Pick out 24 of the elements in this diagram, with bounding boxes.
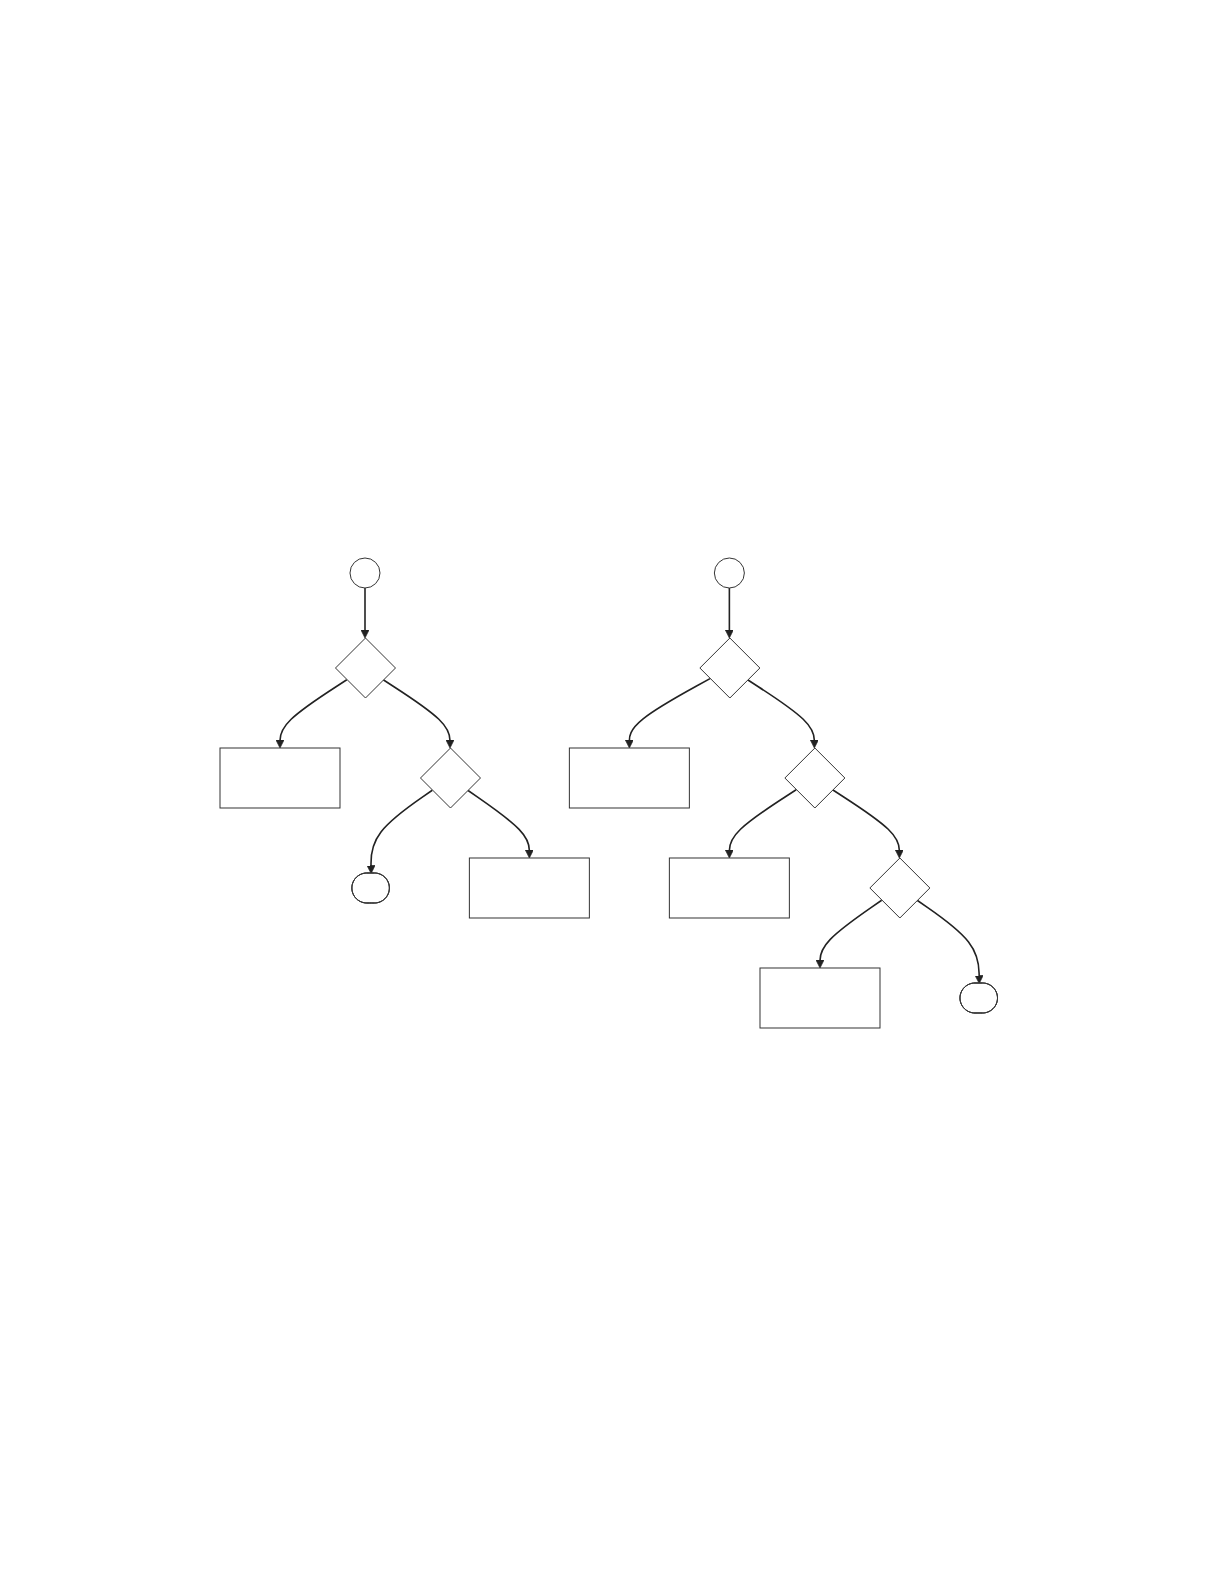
- arrow: [467, 789, 534, 859]
- node-box: [219, 747, 341, 809]
- arrow: [747, 679, 819, 749]
- arrow: [382, 679, 455, 749]
- node-circle: [349, 557, 381, 589]
- node-box: [469, 857, 591, 919]
- node-box: [569, 747, 691, 809]
- node-box: [759, 967, 881, 1029]
- node-diamond: [869, 857, 931, 919]
- arrow: [725, 789, 798, 859]
- node-diamond: [335, 637, 397, 699]
- arrow: [832, 789, 904, 859]
- arrow: [275, 679, 348, 749]
- arrow: [366, 789, 434, 874]
- arrow: [815, 899, 883, 969]
- node-circle: [714, 557, 746, 589]
- node-diamond: [784, 747, 846, 809]
- node-diamond: [420, 747, 482, 809]
- arrow: [916, 899, 984, 984]
- arrow: [725, 587, 734, 639]
- arrow: [625, 677, 712, 749]
- node-diamond: [699, 637, 761, 699]
- arrow: [360, 587, 370, 639]
- node-box: [669, 857, 791, 919]
